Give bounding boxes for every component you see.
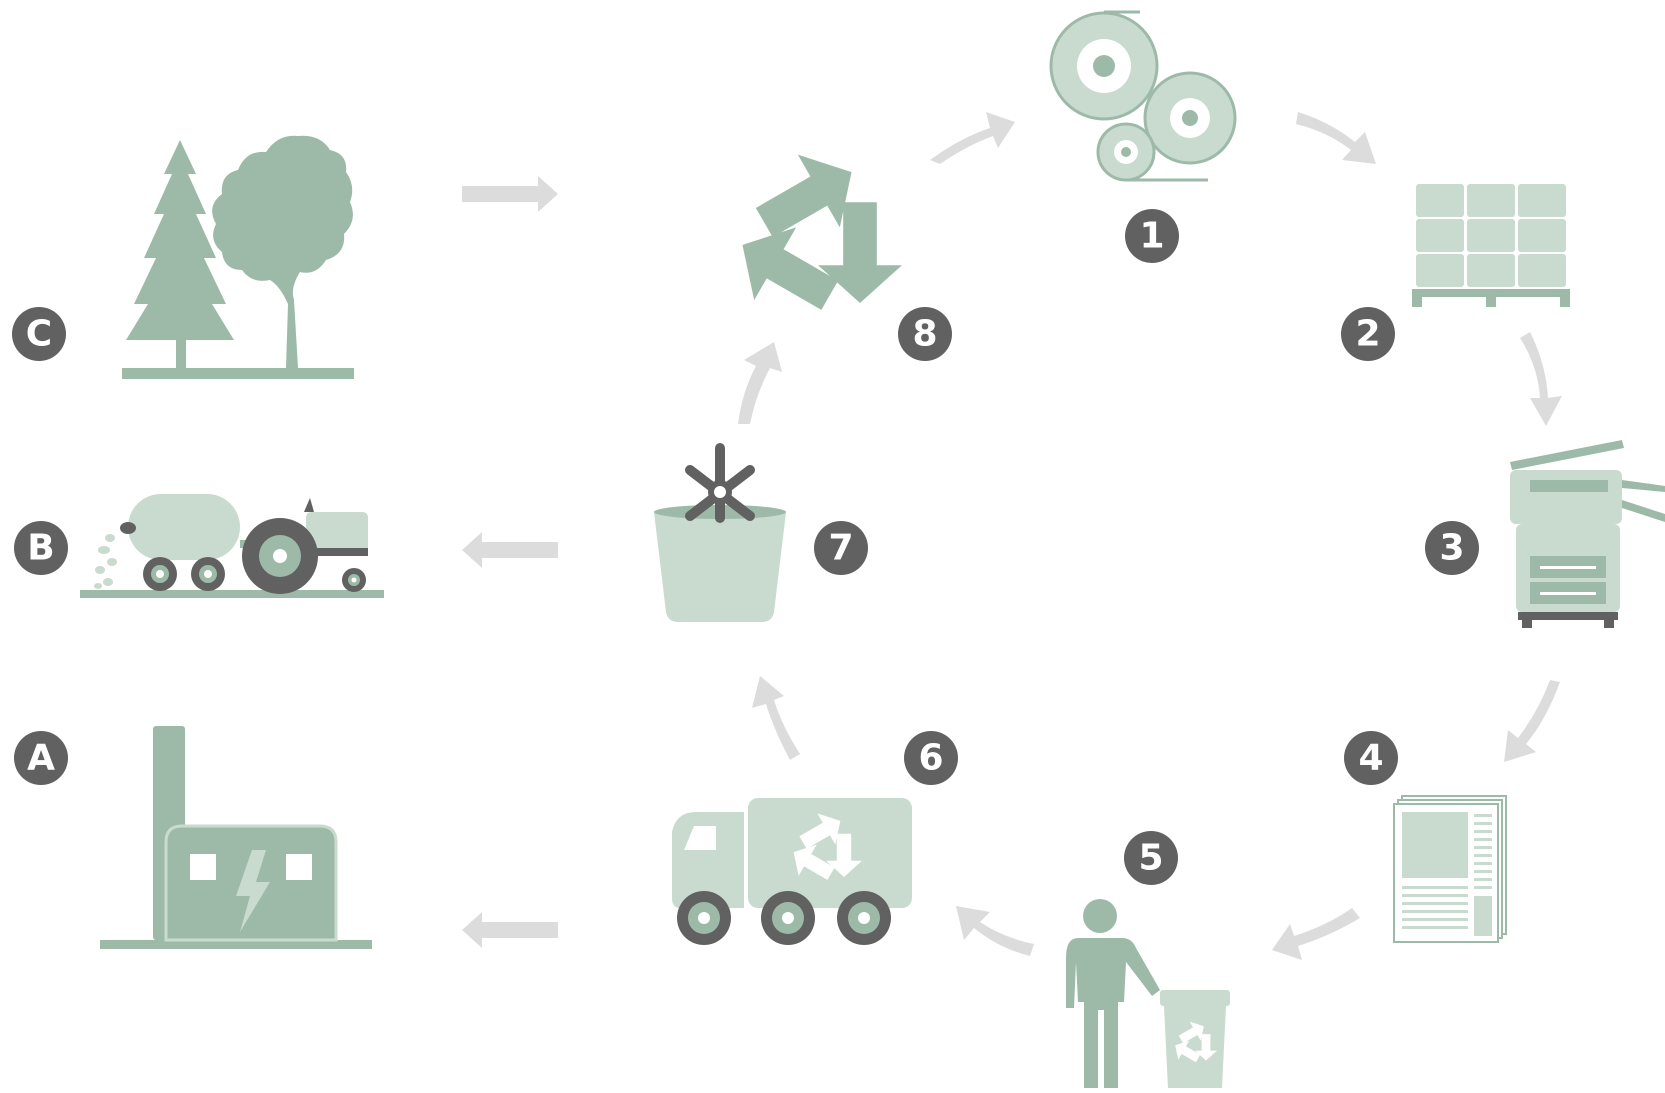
arrow-to-trees <box>462 176 558 212</box>
arrow-8-to-1 <box>930 112 1015 164</box>
arrow-7-to-8 <box>738 342 782 424</box>
step-number-3: 3 <box>1439 528 1464 569</box>
step-badge-2: 2 <box>1341 307 1395 361</box>
output-badge-B: B <box>14 521 68 575</box>
recycling-truck-icon <box>672 798 912 945</box>
output-letter-B: B <box>27 528 54 569</box>
output-badge-A: A <box>14 731 68 785</box>
output-badge-C: C <box>12 307 66 361</box>
step-badge-7: 7 <box>814 521 868 575</box>
step-number-6: 6 <box>918 738 943 779</box>
arrow-5-to-6 <box>956 906 1034 956</box>
tractor-spreader-icon <box>80 494 384 598</box>
step-badge-4: 4 <box>1344 731 1398 785</box>
arrow-4-to-5 <box>1272 908 1360 960</box>
step-number-5: 5 <box>1138 838 1163 879</box>
pulper-icon <box>654 448 786 622</box>
step-number-4: 4 <box>1358 738 1383 779</box>
power-plant-icon <box>100 726 372 949</box>
output-arrows <box>462 176 558 948</box>
printed-document-icon <box>1394 796 1506 942</box>
recycle-symbol-icon <box>721 136 902 332</box>
arrow-to-power-plant <box>462 912 558 948</box>
arrow-1-to-2 <box>1296 112 1376 164</box>
person-recycling-bin-icon <box>1066 899 1230 1088</box>
trees-icon <box>122 136 354 379</box>
step-number-2: 2 <box>1355 314 1380 355</box>
step-number-7: 7 <box>828 528 853 569</box>
copier-icon <box>1510 440 1665 628</box>
step-badge-5: 5 <box>1124 831 1178 885</box>
output-letter-C: C <box>26 314 52 355</box>
paper-pallet-icon <box>1412 184 1570 307</box>
step-number-1: 1 <box>1139 216 1164 257</box>
arrow-3-to-4 <box>1504 680 1560 762</box>
step-badge-6: 6 <box>904 731 958 785</box>
step-badge-3: 3 <box>1425 521 1479 575</box>
arrow-6-to-7 <box>752 676 800 760</box>
output-letter-A: A <box>27 738 55 779</box>
step-badge-8: 8 <box>898 307 952 361</box>
step-number-8: 8 <box>912 314 937 355</box>
paper-rolls-icon <box>1051 12 1235 180</box>
arrow-2-to-3 <box>1520 332 1562 426</box>
arrow-to-tractor <box>462 532 558 568</box>
step-badge-1: 1 <box>1125 209 1179 263</box>
